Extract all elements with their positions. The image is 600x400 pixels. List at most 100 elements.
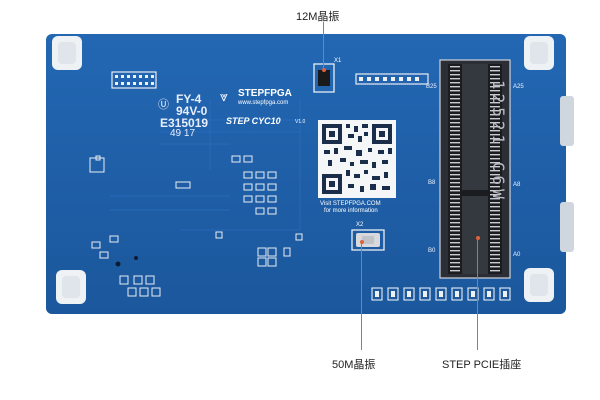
socket-pin <box>490 134 500 136</box>
socket-pin <box>490 194 500 196</box>
socket-pin <box>450 158 460 160</box>
socket-pin <box>450 182 460 184</box>
socket-pin <box>490 270 500 272</box>
pin-label-a0: A0 <box>513 252 521 258</box>
socket-pin <box>490 70 500 72</box>
socket-pin <box>490 254 500 256</box>
leader-dot-12m <box>321 68 326 72</box>
socket-pin <box>490 142 500 144</box>
socket-pin <box>450 262 460 264</box>
socket-pin <box>450 190 460 192</box>
socket-pin <box>490 106 500 108</box>
socket-pin <box>450 122 460 124</box>
board-version: V1.0 <box>295 119 306 125</box>
board-name: STEP CYC10 <box>226 116 281 126</box>
pad-row-top <box>355 73 429 85</box>
socket-pin <box>490 258 500 260</box>
socket-pin <box>450 74 460 76</box>
socket-pin <box>450 174 460 176</box>
leader-50m <box>361 242 363 350</box>
socket-pin <box>490 262 500 264</box>
socket-pin <box>490 150 500 152</box>
socket-pin <box>450 246 460 248</box>
socket-pin <box>450 226 460 228</box>
socket-pin <box>490 250 500 252</box>
standoff-bottom-right <box>524 268 554 302</box>
x1-label: X1 <box>334 58 342 64</box>
socket-pin <box>490 90 500 92</box>
date-code-marking: 49 17 <box>170 128 196 139</box>
socket-pin <box>490 94 500 96</box>
socket-pin <box>450 106 460 108</box>
usb-connector-top <box>560 96 574 146</box>
pcb-substrate <box>46 34 566 314</box>
socket-pin <box>490 118 500 120</box>
socket-pin <box>490 242 500 244</box>
socket-pin <box>450 238 460 240</box>
stepfpga-url: www.stepfpga.com <box>238 100 289 106</box>
callout-50m-crystal: 50M晶振 <box>332 359 376 371</box>
ul-logo-icon: Ⓤ <box>158 99 169 111</box>
usb-connector-bottom <box>560 202 574 252</box>
socket-pin <box>490 66 500 68</box>
socket-pin <box>490 222 500 224</box>
leader-dot-pcie <box>475 236 480 240</box>
socket-pin <box>450 198 460 200</box>
socket-pin <box>450 210 460 212</box>
socket-pin <box>450 186 460 188</box>
socket-pin <box>450 202 460 204</box>
socket-pin <box>450 178 460 180</box>
qr-code <box>318 120 396 198</box>
pin-label-a25: A25 <box>513 84 524 90</box>
ul-number-marking: E315019 <box>160 116 209 130</box>
leader-12m <box>323 22 325 70</box>
socket-pin <box>490 102 500 104</box>
socket-pin <box>450 250 460 252</box>
visit-line-2: for more information <box>324 208 378 214</box>
socket-pin <box>450 98 460 100</box>
socket-pin <box>450 86 460 88</box>
socket-pin <box>490 78 500 80</box>
pcie-socket-pins <box>450 66 500 272</box>
socket-pin <box>450 146 460 148</box>
socket-pin <box>490 170 500 172</box>
pcb-traces <box>110 100 301 231</box>
socket-pin <box>490 266 500 268</box>
socket-pin <box>450 218 460 220</box>
socket-pin <box>490 86 500 88</box>
socket-pin <box>490 114 500 116</box>
socket-pin <box>490 122 500 124</box>
socket-pin <box>490 234 500 236</box>
standoff-top-right <box>524 36 554 70</box>
socket-pin <box>450 166 460 168</box>
socket-pin <box>450 114 460 116</box>
socket-pin <box>450 102 460 104</box>
socket-pin <box>490 198 500 200</box>
socket-pin <box>450 90 460 92</box>
socket-pin <box>450 142 460 144</box>
socket-pin <box>490 98 500 100</box>
stepfpga-logo-icon: ⩔ <box>220 88 228 104</box>
socket-pin <box>490 182 500 184</box>
socket-pin <box>450 242 460 244</box>
socket-pin <box>450 94 460 96</box>
x2-label: X2 <box>356 222 364 228</box>
socket-pin <box>450 214 460 216</box>
socket-pin <box>450 150 460 152</box>
socket-pin <box>450 206 460 208</box>
socket-pin <box>490 218 500 220</box>
pin-label-b8: B8 <box>428 180 436 186</box>
socket-pin <box>450 266 460 268</box>
socket-pin <box>450 134 460 136</box>
socket-marking: 12521 C6W <box>489 80 508 203</box>
socket-pin <box>490 138 500 140</box>
leader-pcie <box>477 238 479 350</box>
socket-pin <box>450 130 460 132</box>
socket-pin <box>490 190 500 192</box>
stepfpga-logo-text: STEPFPGA <box>238 88 292 99</box>
socket-pin <box>450 118 460 120</box>
socket-pin <box>490 186 500 188</box>
socket-pin <box>450 78 460 80</box>
